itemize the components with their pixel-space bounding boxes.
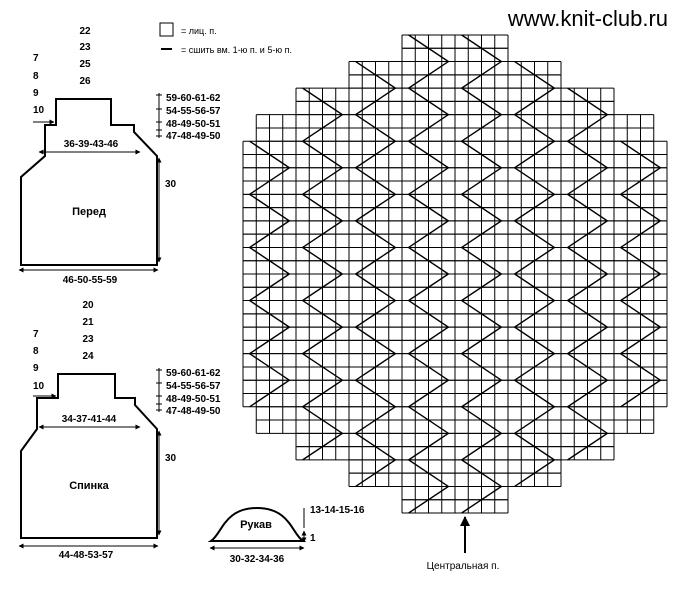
front-left-values: 7 8 9 10	[33, 53, 45, 116]
sleeve-title: Рукав	[240, 519, 272, 531]
zigzag-line	[566, 87, 609, 461]
back-top-values: 20 21 23 24	[82, 300, 94, 362]
sleeve-schematic: Рукав 30-32-34-36 13-14-15-16 1	[207, 505, 365, 565]
front-top-value: 25	[79, 59, 91, 70]
front-right-dimension-ticks	[156, 93, 162, 263]
zigzag-line	[301, 87, 344, 461]
sleeve-outline	[207, 506, 307, 542]
sleeve-right-value: 13-14-15-16	[310, 505, 365, 516]
zigzag-line	[354, 60, 397, 488]
back-left-value: 9	[33, 363, 39, 374]
front-top-value: 26	[79, 76, 91, 87]
stitch-chart-zigzags	[248, 34, 662, 514]
back-top-value: 24	[82, 351, 94, 362]
front-left-value: 9	[33, 88, 39, 99]
front-top-values: 22 23 25 26	[79, 26, 91, 87]
back-title: Спинка	[69, 480, 109, 492]
sleeve-height: 1	[310, 533, 316, 544]
zigzag-line	[407, 34, 450, 514]
back-schematic: 20 21 23 24 7 8 9 10 34-37-41-44 Спинка …	[18, 300, 221, 561]
legend-dash-label: = сшить вм. 1-ю п. и 5-ю п.	[181, 45, 292, 55]
stitch-chart-grid	[242, 34, 668, 514]
back-top-value: 23	[82, 334, 94, 345]
back-left-value: 7	[33, 329, 39, 340]
front-left-value: 10	[33, 105, 45, 116]
back-right-dimension-ticks	[156, 368, 162, 536]
front-top-value: 22	[79, 26, 91, 37]
site-url: www.knit-club.ru	[507, 6, 668, 31]
front-inner-width: 36-39-43-46	[64, 139, 119, 150]
back-left-value: 10	[33, 381, 45, 392]
front-schematic: 22 23 25 26 7 8 9 10 36-39-43-46 Перед 4…	[18, 26, 221, 286]
back-top-value: 20	[82, 300, 94, 311]
knit-stitch-symbol	[159, 22, 174, 37]
zigzag-line	[619, 140, 662, 408]
front-top-value: 23	[79, 42, 91, 53]
front-outline	[20, 98, 158, 266]
zigzag-line	[248, 140, 291, 408]
back-top-value: 21	[82, 317, 94, 328]
zigzag-line	[513, 60, 556, 488]
front-left-value: 8	[33, 71, 39, 82]
back-left-values: 7 8 9 10	[33, 329, 45, 392]
back-right-value: 48-49-50-51	[166, 394, 221, 405]
back-right-value: 59-60-61-62	[166, 368, 221, 379]
back-right-value: 54-55-56-57	[166, 381, 221, 392]
zigzag-line	[460, 34, 503, 514]
back-right-value: 47-48-49-50	[166, 406, 221, 417]
front-right-value: 54-55-56-57	[166, 106, 221, 117]
front-left-value: 7	[33, 53, 39, 64]
back-outline	[20, 373, 158, 539]
back-inner-width: 34-37-41-44	[62, 414, 117, 425]
center-stitch-label: Центральная п.	[427, 561, 500, 572]
front-title: Перед	[72, 206, 106, 218]
front-bottom-width: 46-50-55-59	[63, 275, 118, 286]
legend: = лиц. п. = сшить вм. 1-ю п. и 5-ю п.	[159, 22, 292, 55]
back-right-values: 59-60-61-62 54-55-56-57 48-49-50-51 47-4…	[166, 368, 221, 417]
front-right-values: 59-60-61-62 54-55-56-57 48-49-50-51 47-4…	[166, 93, 221, 142]
front-right-value: 59-60-61-62	[166, 93, 221, 104]
front-right-value: 47-48-49-50	[166, 131, 221, 142]
back-height: 30	[165, 453, 177, 464]
sleeve-bottom-width: 30-32-34-36	[230, 554, 285, 565]
back-left-value: 8	[33, 346, 39, 357]
legend-knit-label: = лиц. п.	[181, 26, 217, 36]
front-height: 30	[165, 179, 177, 190]
back-bottom-width: 44-48-53-57	[59, 550, 114, 561]
front-right-value: 48-49-50-51	[166, 119, 221, 130]
